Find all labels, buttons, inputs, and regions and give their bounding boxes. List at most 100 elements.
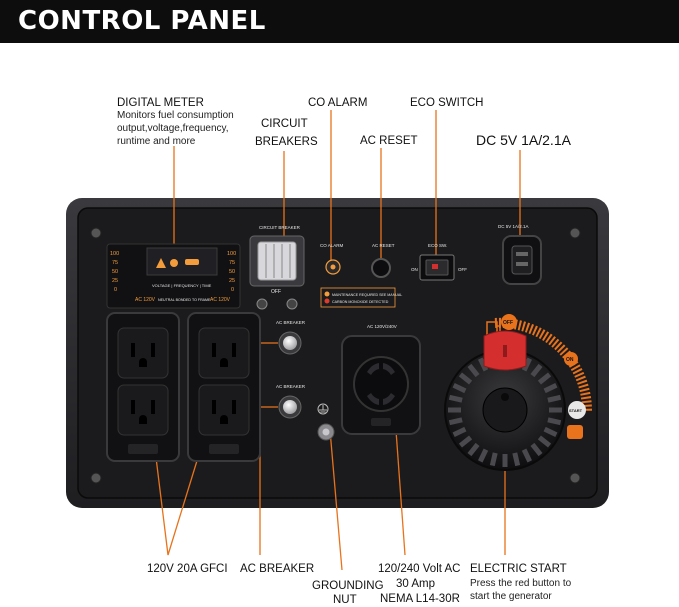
legend-maintenance-dot (324, 291, 330, 297)
usb-panel-label: DC 5V 1A/2.1A (498, 224, 529, 229)
knob-grip-tooth (458, 435, 473, 448)
knob-grip-tooth (478, 357, 489, 372)
meter-scale-tick: 25 (112, 278, 118, 284)
outlet-30a-label-1: 120/240 Volt AC (378, 563, 461, 575)
knob-grip-tooth (478, 448, 489, 463)
co-alarm-panel-label: CO ALARM (320, 243, 344, 248)
ac-reset-panel-label: AC RESET (372, 243, 395, 248)
grounding-nut-label-1: GROUNDING (312, 580, 384, 592)
knob-grip-tooth (537, 435, 552, 448)
dial-on-marker (564, 352, 578, 366)
gfci-label: 120V 20A GFCI (147, 563, 228, 575)
circuit-breakers-label-2: BREAKERS (255, 136, 318, 148)
co-alarm-led-icon (330, 264, 336, 270)
twistlock-slots (367, 363, 395, 405)
knob-grip-tooth (467, 442, 480, 457)
dial-off-marker (501, 314, 517, 330)
knob-hub (482, 387, 528, 433)
eco-switch-panel-label: ECO SW. (428, 243, 447, 248)
meter-scale-tick: 75 (112, 260, 118, 266)
meter-scale-tick: 25 (229, 278, 235, 284)
digital-meter-desc-3: runtime and more (117, 136, 196, 147)
fuel-icon (567, 425, 583, 439)
circuit-breaker-ribs (265, 244, 291, 278)
meter-scale-tick: 0 (231, 287, 234, 293)
meter-footer-right: AC 120V (210, 297, 231, 303)
twistlock-face (353, 356, 409, 412)
ac-breaker-2-button[interactable] (283, 400, 297, 414)
start-button-mark-icon (503, 345, 507, 357)
breaker-screw-icon (256, 298, 268, 310)
knob-grip-tooth (521, 448, 532, 463)
knob-center-icon (501, 393, 509, 401)
dial-off-label: OFF (503, 320, 513, 326)
eco-switch-indicator-icon (432, 264, 438, 269)
knob-grip-tooth (543, 426, 558, 437)
ac-reset-button[interactable] (371, 258, 391, 278)
knob-grip-tooth (530, 442, 543, 457)
gfci-outlet-right[interactable] (187, 312, 261, 462)
twistlock-panel-label: AC 120V/240V (367, 324, 397, 329)
circuit-breaker-cover (257, 241, 297, 281)
knob-grip (448, 353, 562, 467)
meter-caption: VOLTAGE | FREQUENCY | TIME (152, 283, 212, 288)
meter-scale-tick: 75 (229, 260, 235, 266)
grounding-nut-center (322, 428, 330, 436)
dial-start-marker (568, 401, 586, 419)
electric-start-label: ELECTRIC START (470, 563, 567, 575)
digital-meter-desc-2: output,voltage,frequency, (117, 123, 229, 134)
legend-maintenance-text: MAINTENANCE REQUIRED SEE MANUAL (332, 293, 402, 297)
usb-slot-icon (516, 252, 528, 256)
knob-grip-tooth (452, 383, 467, 394)
meter-scale-right: 100 75 50 25 0 (227, 251, 236, 293)
meter-scale-tick: 100 (110, 251, 119, 257)
knob-grip-tooth (458, 372, 473, 385)
circuit-breaker-off-label: OFF (271, 289, 281, 295)
eco-on-label: ON (411, 267, 418, 272)
ac-breaker-label: AC BREAKER (240, 563, 315, 575)
knob-grip-tooth (547, 417, 562, 426)
outlet-30a-label-2: 30 Amp (396, 578, 435, 590)
meter-icons (156, 258, 199, 268)
legend-co-text: CARBON MONOXIDE DETECTED (332, 300, 389, 304)
digital-meter-desc-1: Monitors fuel consumption (117, 110, 234, 121)
meter-screen (146, 247, 218, 276)
meter-footer-left: AC 120V (135, 297, 156, 303)
usb-port-inner (511, 245, 533, 275)
knob-grip-tooth (543, 383, 558, 394)
ac-breaker-1-button[interactable] (283, 336, 297, 350)
knob-grip-tooth (467, 363, 480, 378)
ac-breaker-2-panel-label: AC BREAKER (276, 384, 306, 389)
meter-footer-mid: NEUTRAL BONDED TO FRAME (158, 298, 211, 302)
circuit-breaker-panel-label: CIRCUIT BREAKER (259, 225, 301, 230)
knob-grip-tooth (530, 363, 543, 378)
page-title: CONTROL PANEL (18, 6, 266, 36)
knob-grip-tooth (521, 357, 532, 372)
meter-scale-tick: 50 (112, 269, 118, 275)
legend-box (320, 287, 396, 308)
dial-start-label: START (569, 408, 583, 413)
meter-scale-left: 100 75 50 25 0 (110, 251, 119, 293)
ground-symbol-icon (317, 403, 329, 415)
eco-switch-label: ECO SWITCH (410, 97, 484, 109)
electric-start-desc-2: start the generator (470, 591, 552, 602)
panel-screws (90, 227, 581, 484)
ac-breaker-1-panel-label: AC BREAKER (276, 320, 306, 325)
dial-on-label: ON (566, 357, 574, 363)
usb-slot-icon (516, 262, 528, 266)
breaker-screw-icon (286, 298, 298, 310)
electric-start-desc-1: Press the red button to (470, 578, 572, 589)
gfci-outlet-left[interactable] (106, 312, 180, 462)
meter-scale-tick: 100 (227, 251, 236, 257)
grounding-nut-label-2: NUT (333, 594, 357, 606)
legend-co-dot (324, 298, 330, 304)
knob-grip-tooth (547, 394, 562, 403)
co-alarm-label: CO ALARM (308, 97, 368, 109)
header-banner: CONTROL PANEL (0, 0, 679, 43)
knob-grip-tooth (512, 452, 521, 467)
ac-reset-label: AC RESET (360, 135, 418, 147)
outlet-30a-label-3: NEMA L14-30R (380, 593, 460, 605)
knob-grip-tooth (448, 417, 463, 426)
knob-grip-tooth (452, 426, 467, 437)
